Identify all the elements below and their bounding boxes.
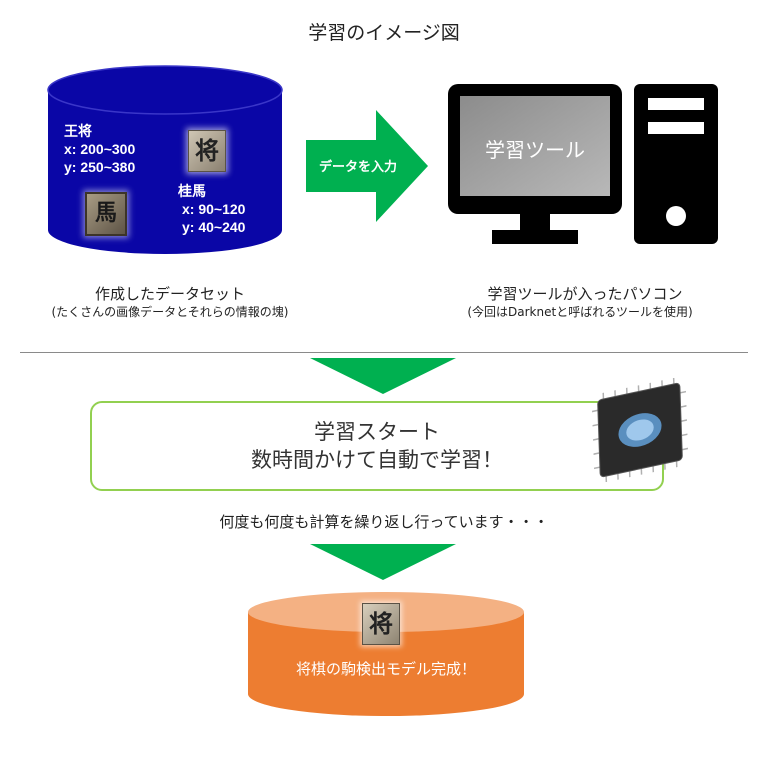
down-arrow-2 [310, 544, 456, 580]
king-label: 王将 [64, 123, 92, 139]
monitor-screen-text: 学習ツール [485, 138, 585, 162]
knight-annotation: 桂馬 x: 90~120 y: 40~240 [178, 182, 245, 236]
down-arrow-1 [310, 358, 456, 394]
page-title: 学習のイメージ図 [308, 22, 460, 44]
input-arrow-label: データを入力 [318, 160, 397, 175]
king-x-range: x: 200~300 [64, 141, 136, 157]
knight-y-range: y: 40~240 [182, 219, 246, 235]
training-box [90, 401, 664, 491]
computer-icon [448, 84, 718, 244]
knight-piece-image: 馬 [85, 192, 127, 236]
result-text: 将棋の駒検出モデル完成！ [295, 660, 476, 678]
training-line-2: 数時間かけて自動で学習！ [251, 448, 503, 472]
section-divider [20, 352, 748, 353]
repeat-text: 何度も何度も計算を繰り返し行っています・・・ [219, 513, 549, 531]
knight-x-range: x: 90~120 [182, 201, 246, 217]
king-y-range: y: 250~380 [64, 159, 136, 175]
pc-sub-caption: (今回はDarknetと呼ばれるツールを使用) [467, 305, 693, 319]
king-annotation: 王将 x: 200~300 y: 250~380 [64, 122, 135, 176]
training-text: 学習スタート 数時間かけて自動で学習！ [90, 418, 664, 474]
result-piece-image: 将 [362, 603, 400, 645]
dataset-caption: 作成したデータセット [94, 285, 245, 303]
training-line-1: 学習スタート [314, 420, 440, 444]
dataset-sub-caption: (たくさんの画像データとそれらの情報の塊) [51, 305, 289, 319]
cpu-chip-icon [592, 378, 688, 482]
king-piece-image: 将 [188, 130, 226, 172]
knight-label: 桂馬 [178, 183, 206, 199]
input-arrow [306, 110, 428, 222]
pc-caption: 学習ツールが入ったパソコン [487, 285, 683, 303]
